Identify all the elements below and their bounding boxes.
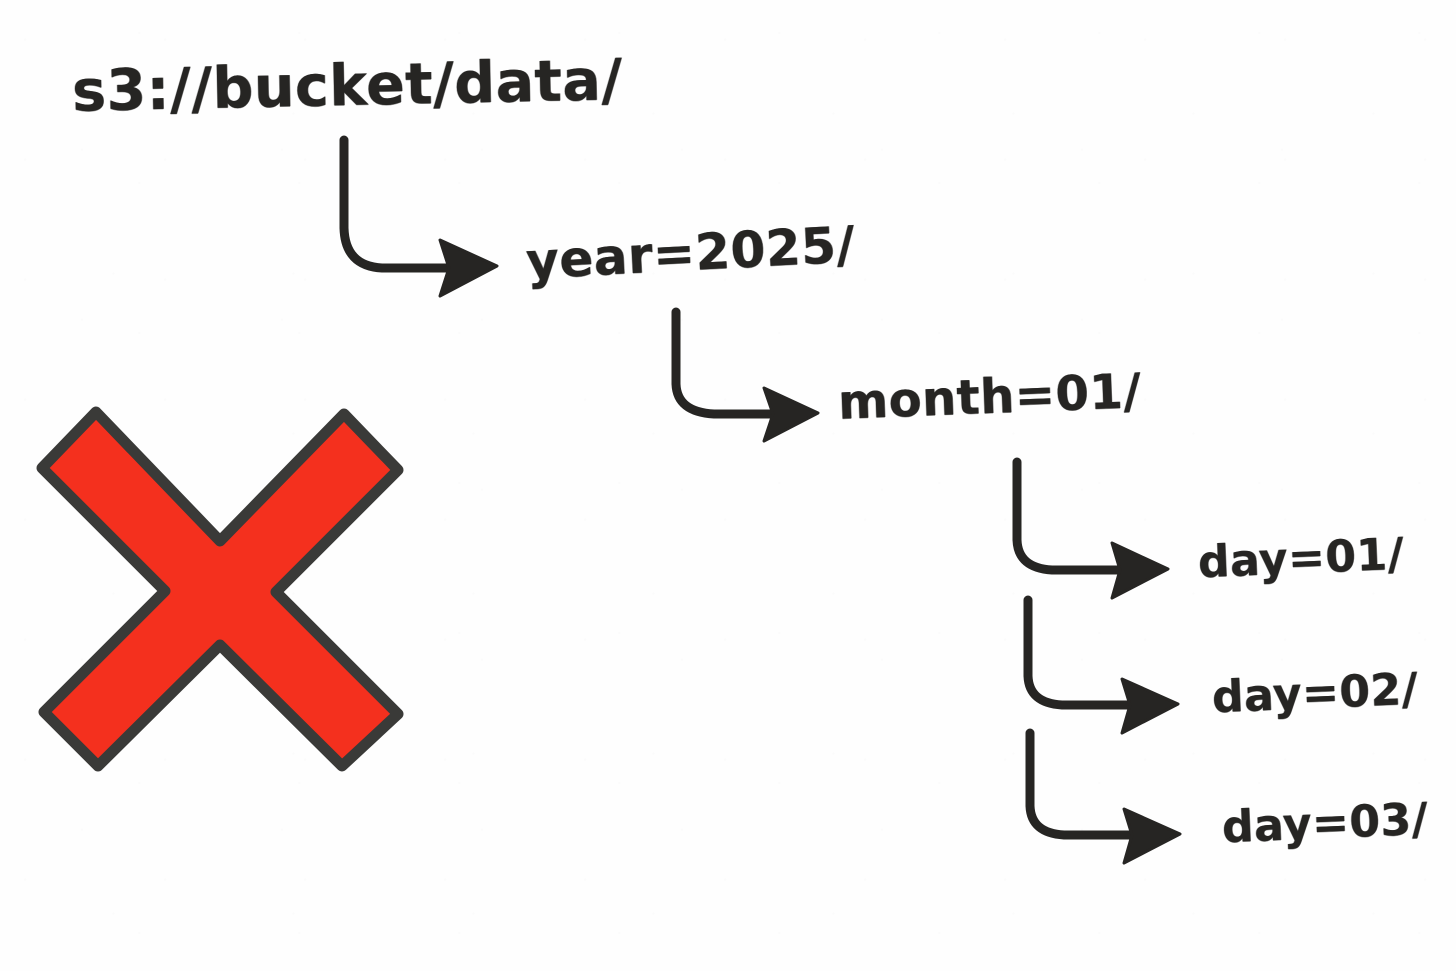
node-label-month: month=01/ [837, 363, 1143, 431]
node-label-year: year=2025/ [524, 215, 857, 291]
node-label-root: s3://bucket/data/ [71, 47, 624, 125]
connector-year-to-month [671, 307, 820, 443]
node-label-day-01: day=01/ [1197, 528, 1406, 589]
connector-month-to-day-01 [1012, 457, 1170, 600]
connector-root-to-year [339, 135, 499, 298]
node-label-day-03: day=03/ [1221, 793, 1430, 854]
connector-month-to-day-02 [1023, 595, 1180, 735]
red-cross-shape [36, 406, 404, 772]
connector-month-to-day-03 [1025, 728, 1182, 865]
node-label-day-02: day=02/ [1211, 663, 1420, 724]
